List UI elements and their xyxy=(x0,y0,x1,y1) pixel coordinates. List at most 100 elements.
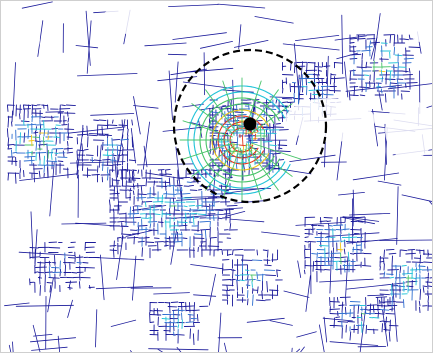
canal-ring-segment xyxy=(255,156,260,160)
street-segment xyxy=(112,152,114,164)
canal-ring-segment xyxy=(248,91,253,94)
street-segment xyxy=(39,276,41,285)
canal-ring-segment xyxy=(276,117,280,122)
street-segment xyxy=(267,249,269,258)
radial-street xyxy=(191,145,235,177)
street-segment xyxy=(271,162,274,173)
street-segment xyxy=(29,172,39,175)
street-segment xyxy=(381,323,384,333)
canal-ring-segment xyxy=(223,141,226,147)
street-segment xyxy=(7,145,10,150)
street-segment xyxy=(298,61,304,104)
canal-ring-segment xyxy=(269,168,274,172)
street-segment xyxy=(198,189,203,191)
street-segment xyxy=(225,210,227,221)
radial-street xyxy=(222,80,240,131)
street-segment xyxy=(129,177,141,179)
street-segment xyxy=(38,170,41,178)
street-segment xyxy=(261,290,263,300)
canal-ring-segment xyxy=(225,112,230,116)
street-segment xyxy=(37,20,44,57)
street-segment xyxy=(90,113,135,116)
street-segment xyxy=(356,38,366,40)
canal-ring-segment xyxy=(210,167,215,172)
street-segment xyxy=(172,32,227,40)
canal-ring-segment xyxy=(232,168,238,171)
street-segment xyxy=(356,244,362,246)
canal-ring-segment xyxy=(196,119,199,124)
canal-ring-segment xyxy=(252,159,257,162)
street-segment xyxy=(319,217,322,225)
street-segment xyxy=(51,127,58,130)
street-segment xyxy=(149,223,152,229)
canal-ring-segment xyxy=(217,157,221,162)
street-segment xyxy=(177,307,180,319)
street-segment xyxy=(168,177,171,188)
canal-ring-segment xyxy=(215,121,219,126)
street-segment xyxy=(219,123,232,125)
street-segment xyxy=(348,212,391,216)
street-segment xyxy=(232,248,244,251)
street-segment xyxy=(334,325,344,327)
street-segment xyxy=(19,168,22,174)
canal-ring-segment xyxy=(247,192,252,195)
street-segment xyxy=(229,223,232,230)
canal-ring-segment xyxy=(217,187,222,191)
street-segment xyxy=(220,89,254,93)
canal-ring-segment xyxy=(206,128,209,133)
canal-ring-segment xyxy=(202,154,205,160)
street-segment xyxy=(328,225,333,227)
canal-ring-segment xyxy=(257,107,262,110)
street-segment xyxy=(401,194,433,203)
street-segment xyxy=(153,180,156,186)
street-segment xyxy=(239,279,245,282)
street-segment xyxy=(130,216,142,219)
street-segment xyxy=(168,236,171,242)
canal-ring-segment xyxy=(280,164,284,169)
street-segment xyxy=(120,225,129,227)
canal-ring-segment xyxy=(228,124,232,129)
street-segment xyxy=(112,248,115,258)
street-segment xyxy=(55,126,57,131)
street-segment xyxy=(47,135,49,141)
street-segment xyxy=(12,151,18,154)
street-segment xyxy=(177,324,180,329)
street-segment xyxy=(343,216,353,218)
street-segment xyxy=(54,152,59,154)
canal-ring-segment xyxy=(221,169,226,173)
street-segment xyxy=(298,85,300,95)
street-segment xyxy=(59,112,62,124)
canal-ring-segment xyxy=(272,173,277,177)
street-segment xyxy=(340,240,346,242)
canal-ring-segment xyxy=(199,173,203,178)
street-segment xyxy=(263,126,275,128)
canal-ring-segment xyxy=(251,166,256,169)
street-segment xyxy=(114,156,120,211)
canal-ring-segment xyxy=(229,185,235,188)
focus-point-marker xyxy=(243,117,257,131)
canal-ring-segment xyxy=(233,186,238,189)
street-segment xyxy=(116,166,118,178)
street-segment xyxy=(324,229,337,231)
street-segment xyxy=(378,313,385,315)
street-segment xyxy=(192,215,195,225)
street-segment xyxy=(176,180,179,187)
canal-ring-segment xyxy=(207,124,210,130)
canal-ring-segment xyxy=(269,183,274,187)
street-segment xyxy=(49,285,52,293)
street-segment xyxy=(203,52,206,96)
street-segment xyxy=(170,68,208,76)
street-segment xyxy=(361,88,363,93)
street-segment xyxy=(338,304,345,306)
street-segment xyxy=(206,209,215,212)
canal-ring-segment xyxy=(202,121,205,126)
canal-ring-segment xyxy=(275,179,280,183)
street-segment xyxy=(27,128,30,139)
street-segment xyxy=(93,159,102,162)
street-segment xyxy=(186,181,192,183)
street-segment xyxy=(95,285,154,290)
street-segment xyxy=(183,205,188,208)
canal-ring-segment xyxy=(244,115,250,118)
street-segment xyxy=(112,119,114,124)
canal-ring-segment xyxy=(224,130,227,135)
